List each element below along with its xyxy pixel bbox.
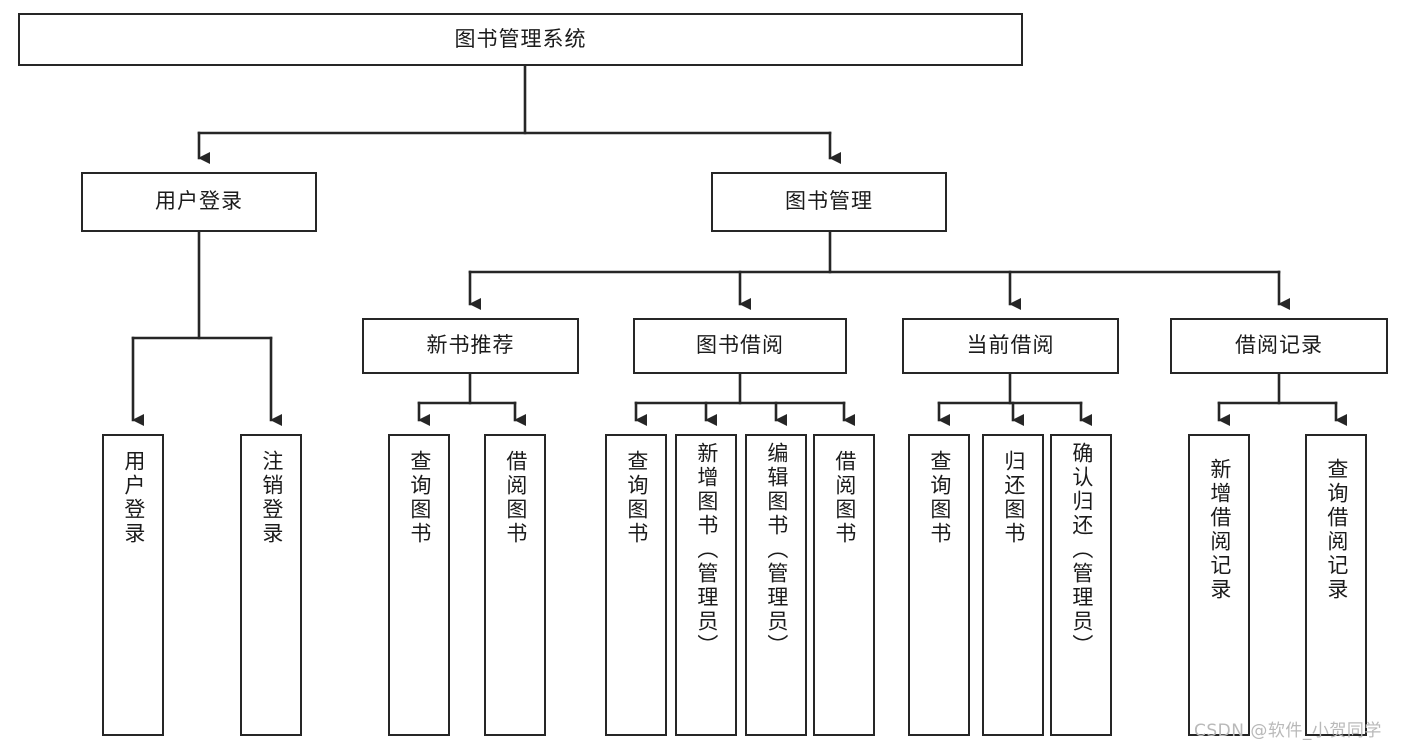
- node-leaf-edit-book-label: 编辑图书（管理员）: [764, 442, 789, 658]
- node-leaf-query-borrow-record[interactable]: 查询借阅记录: [1305, 434, 1367, 736]
- node-leaf-query-book-3[interactable]: 查询图书: [908, 434, 970, 736]
- node-leaf-add-book[interactable]: 新增图书（管理员）: [675, 434, 737, 736]
- node-leaf-return-book-label: 归还图书: [1001, 450, 1026, 546]
- node-leaf-query-book-3-label: 查询图书: [927, 450, 952, 546]
- node-leaf-borrow-book-1[interactable]: 借阅图书: [484, 434, 546, 736]
- node-leaf-user-logout-label: 注销登录: [259, 450, 284, 546]
- node-leaf-borrow-book-2-label: 借阅图书: [832, 450, 857, 546]
- node-borrow-record[interactable]: 借阅记录: [1170, 318, 1388, 374]
- node-leaf-query-book-2[interactable]: 查询图书: [605, 434, 667, 736]
- node-book-borrow-label: 图书借阅: [696, 333, 784, 358]
- node-book-manage-label: 图书管理: [785, 189, 873, 214]
- node-new-book-recommend-label: 新书推荐: [426, 333, 515, 358]
- node-leaf-user-login[interactable]: 用户登录: [102, 434, 164, 736]
- node-leaf-borrow-book-1-label: 借阅图书: [503, 450, 528, 546]
- node-leaf-query-book-2-label: 查询图书: [624, 450, 649, 546]
- node-leaf-edit-book[interactable]: 编辑图书（管理员）: [745, 434, 807, 736]
- node-leaf-query-book-1-label: 查询图书: [407, 450, 432, 546]
- node-leaf-add-book-label: 新增图书（管理员）: [694, 442, 719, 658]
- node-book-borrow[interactable]: 图书借阅: [633, 318, 847, 374]
- node-leaf-add-borrow-record-label: 新增借阅记录: [1207, 458, 1232, 602]
- node-book-manage[interactable]: 图书管理: [711, 172, 947, 232]
- node-leaf-add-borrow-record[interactable]: 新增借阅记录: [1188, 434, 1250, 736]
- node-borrow-record-label: 借阅记录: [1235, 333, 1323, 358]
- node-new-book-recommend[interactable]: 新书推荐: [362, 318, 579, 374]
- node-leaf-user-logout[interactable]: 注销登录: [240, 434, 302, 736]
- node-current-borrow-label: 当前借阅: [966, 333, 1055, 358]
- node-leaf-borrow-book-2[interactable]: 借阅图书: [813, 434, 875, 736]
- node-leaf-query-book-1[interactable]: 查询图书: [388, 434, 450, 736]
- node-current-borrow[interactable]: 当前借阅: [902, 318, 1119, 374]
- csdn-watermark: CSDN @软件_小贺同学: [1194, 721, 1382, 741]
- node-leaf-return-book[interactable]: 归还图书: [982, 434, 1044, 736]
- node-user-login-label: 用户登录: [155, 189, 243, 214]
- node-leaf-user-login-label: 用户登录: [121, 450, 146, 546]
- node-root[interactable]: 图书管理系统: [18, 13, 1023, 66]
- node-leaf-query-borrow-record-label: 查询借阅记录: [1324, 458, 1349, 602]
- node-leaf-confirm-return[interactable]: 确认归还（管理员）: [1050, 434, 1112, 736]
- node-leaf-confirm-return-label: 确认归还（管理员）: [1069, 442, 1094, 658]
- node-user-login[interactable]: 用户登录: [81, 172, 317, 232]
- node-root-label: 图书管理系统: [454, 26, 587, 51]
